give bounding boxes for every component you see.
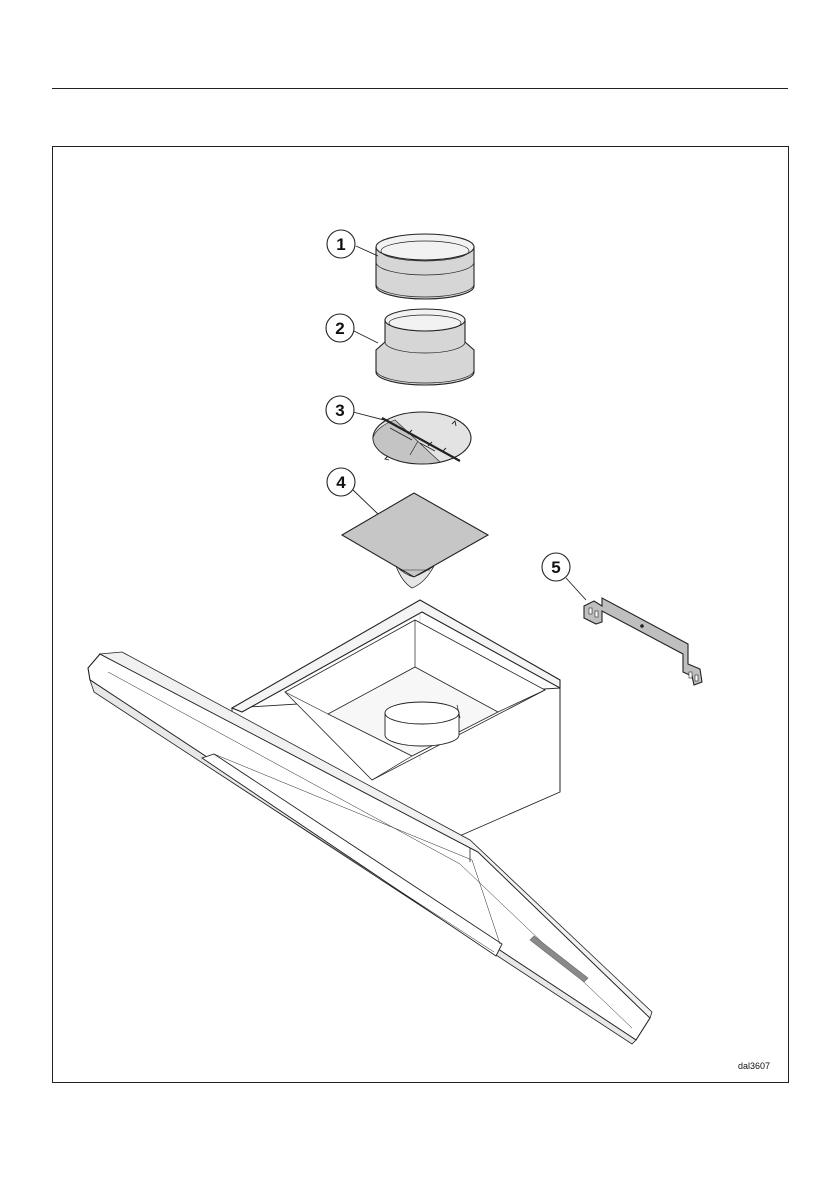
connector-ring-large <box>376 234 474 299</box>
callout-number-4: 4 <box>336 473 346 492</box>
callout-2: 2 <box>326 314 378 343</box>
callout-5: 5 <box>542 553 586 600</box>
callout-number-2: 2 <box>335 319 344 338</box>
figure-code: dal3607 <box>738 1061 770 1071</box>
non-return-flap <box>373 412 471 464</box>
callout-number-5: 5 <box>551 558 560 577</box>
callout-3: 3 <box>326 396 384 424</box>
connector-ring-reducer <box>376 309 474 385</box>
cooker-hood <box>88 600 652 1044</box>
callout-number-1: 1 <box>336 235 345 254</box>
adhesive-pad <box>342 493 488 588</box>
mounting-bracket <box>584 598 702 685</box>
callout-4: 4 <box>327 468 378 514</box>
callout-number-3: 3 <box>335 401 344 420</box>
callout-1: 1 <box>327 230 378 258</box>
